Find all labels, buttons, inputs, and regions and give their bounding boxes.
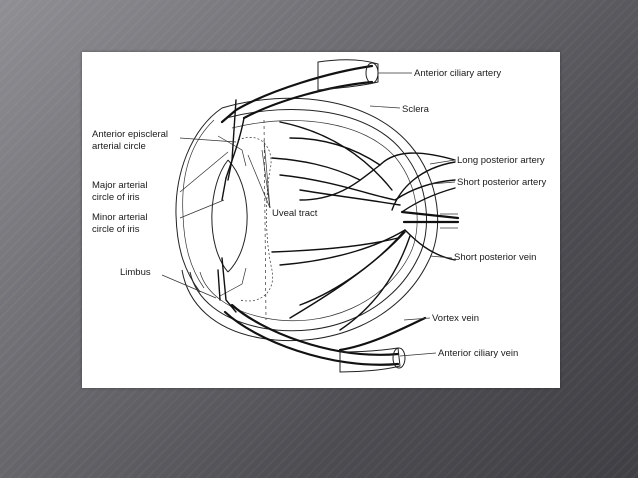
label-vortex-vein: Vortex vein [432, 313, 479, 324]
label-minor-arterial-line1: Minor arterial [92, 212, 147, 223]
label-long-posterior-artery: Long posterior artery [457, 155, 545, 166]
leader-lines [161, 72, 456, 357]
label-major-arterial-line2: circle of iris [92, 192, 140, 203]
label-limbus: Limbus [120, 267, 151, 278]
label-anterior-ciliary-artery: Anterior ciliary artery [414, 68, 501, 79]
label-minor-arterial-line2: circle of iris [92, 224, 140, 235]
label-uveal-tract: Uveal tract [272, 208, 318, 219]
vessel-stumps [317, 59, 458, 373]
label-anterior-episcleral-line1: Anterior episcleral [92, 129, 168, 140]
venous-vessels [217, 229, 456, 366]
label-major-arterial-line1: Major arterial [92, 180, 147, 191]
label-short-posterior-vein: Short posterior vein [454, 252, 536, 263]
lens [211, 159, 248, 273]
label-anterior-episcleral-line2: arterial circle [92, 141, 146, 152]
uveal-tract-region [217, 119, 274, 321]
label-sclera: Sclera [402, 104, 430, 115]
label-short-posterior-artery: Short posterior artery [457, 177, 546, 188]
labels: Anterior ciliary artery Sclera Anterior … [92, 68, 546, 359]
arterial-vessels [220, 64, 460, 224]
diagram-panel [82, 52, 560, 388]
eyeball-outline [175, 97, 439, 342]
label-anterior-ciliary-vein: Anterior ciliary vein [438, 348, 518, 359]
